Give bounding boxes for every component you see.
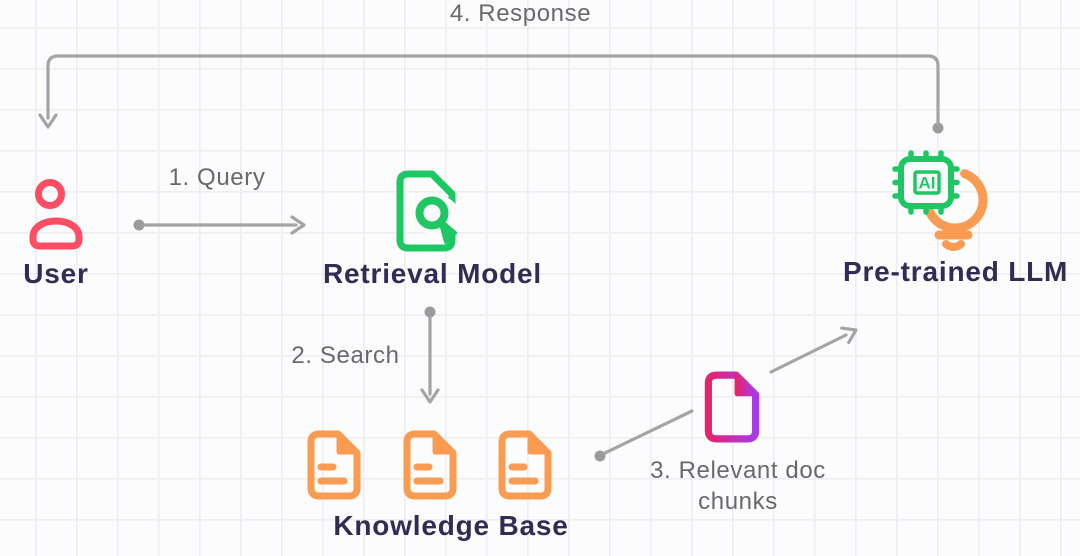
query-arrow (133, 215, 306, 235)
lightbulb-icon (923, 169, 988, 251)
ai-chip-lightbulb-icon: AI (890, 146, 1000, 263)
chunks-step-label: 3. Relevant doc chunks (628, 455, 848, 517)
pretrained-llm-label: Pre-trained LLM (843, 256, 1069, 287)
knowledge-base-label: Knowledge Base (333, 510, 569, 541)
document-icon (306, 429, 362, 506)
retrieval-model-label: Retrieval Model (323, 258, 542, 289)
search-arrow (420, 306, 440, 404)
ai-chip-icon: AI (892, 150, 960, 215)
response-step-label: 4. Response (449, 0, 592, 27)
chunks-step-label-line2: chunks (698, 488, 778, 515)
document-icon (402, 429, 458, 506)
chunks-arrow (594, 326, 858, 462)
search-step-label: 2. Search (291, 342, 400, 369)
response-arrow (38, 54, 944, 134)
query-step-label: 1. Query (168, 164, 266, 191)
document-icon (497, 429, 553, 506)
person-icon (24, 172, 86, 257)
user-label: User (23, 258, 89, 289)
document-icon (702, 370, 762, 449)
document-search-icon (394, 168, 462, 261)
chip-ai-text: AI (919, 174, 936, 193)
chunks-step-label-line1: 3. Relevant doc (650, 457, 826, 484)
